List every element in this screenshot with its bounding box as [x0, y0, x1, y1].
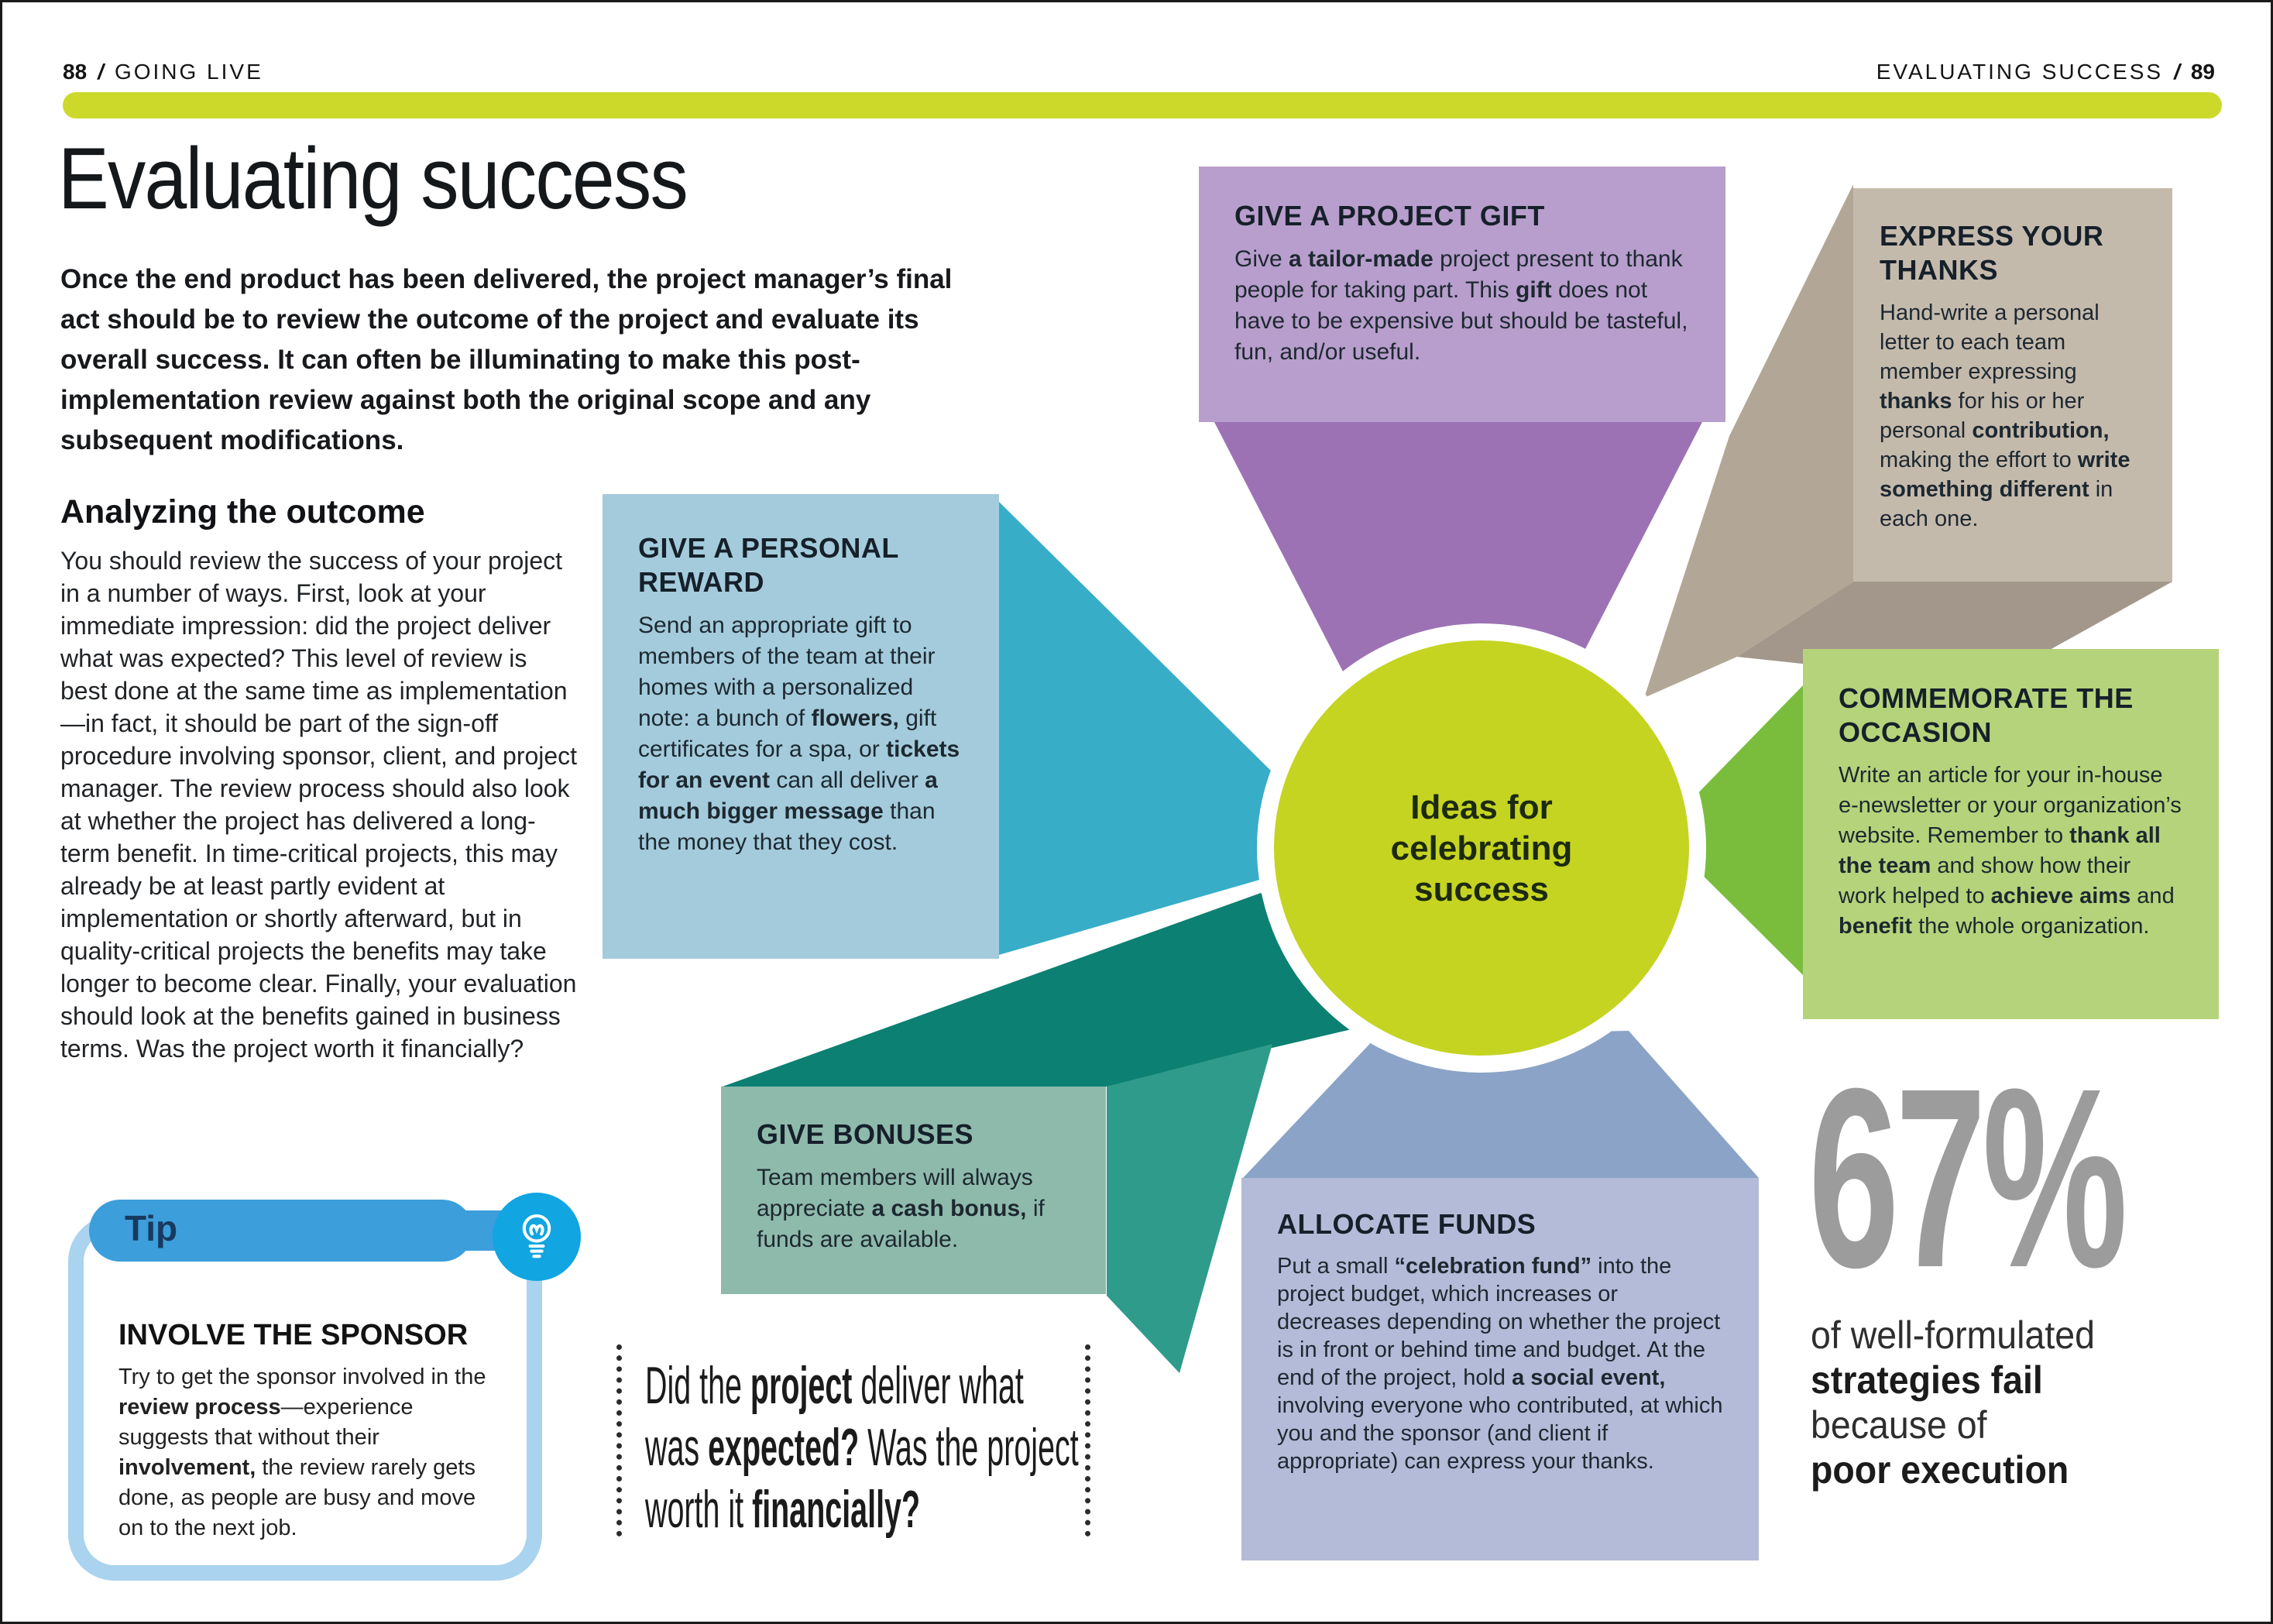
header-separator: / [98, 60, 104, 84]
wedge-bonuses-side [1107, 1044, 1272, 1373]
quote-dotted-border-right [1085, 1344, 1090, 1536]
pull-quote: Did the project deliver what was expecte… [645, 1356, 1079, 1539]
stat-percent-sign: % [1982, 1035, 2128, 1320]
tip-label: Tip [125, 1208, 178, 1248]
box-body: Send an appropriate gift to members of t… [638, 613, 960, 855]
tip-box [68, 1215, 542, 1581]
diagram-box-commemorate-the-occasion: COMMEMORATE THE OCCASION Write an articl… [1803, 649, 2219, 1019]
section-label: GOING LIVE [114, 60, 263, 84]
page-number-left: 88 [63, 60, 88, 84]
section-body: You should review the success of your pr… [60, 547, 578, 1063]
stat-caption-line: of well-formulated [1811, 1313, 2095, 1357]
stat-caption-line: poor execution [1811, 1448, 2069, 1492]
wedge-allocate-funds [1243, 1031, 1759, 1178]
diagram-center-circle: Ideas for celebrating success [1257, 623, 1706, 1073]
box-body: Give a tailor-made project present to th… [1234, 246, 1688, 365]
tip-pill [89, 1200, 473, 1262]
tip-heading: INVOLVE THE SPONSOR [118, 1319, 469, 1351]
stat-number: 67% [1808, 1050, 2127, 1306]
tip-body: Try to get the sponsor involved in the r… [118, 1365, 486, 1540]
box-heading: GIVE BONUSES [757, 1118, 974, 1150]
diagram-box-give-a-personal-reward: GIVE A PERSONAL REWARD Send an appropria… [603, 494, 999, 959]
box-body: Team members will always appreciate a ca… [757, 1165, 1045, 1252]
stat-caption-line: because of [1811, 1403, 1987, 1447]
header-right: EVALUATING SUCCESS / 89 [1876, 60, 2215, 84]
wedge-express-thanks-side [1644, 184, 1853, 698]
box-body: Hand-write a personal letter to each tea… [1880, 300, 2131, 531]
box-heading: ALLOCATE FUNDS [1277, 1208, 1537, 1240]
quote-dotted-border-left [616, 1344, 622, 1536]
intro-paragraph: Once the end product has been delivered,… [60, 264, 953, 455]
box-heading: COMMEMORATE THE OCCASION [1839, 682, 2134, 748]
box-heading: GIVE A PERSONAL REWARD [638, 532, 899, 598]
box-heading: EXPRESS YOUR THANKS [1880, 220, 2104, 286]
accent-bar [63, 92, 2222, 118]
diagram-box-give-bonuses: GIVE BONUSES Team members will always ap… [721, 1087, 1106, 1294]
wedge-commemorate [1660, 684, 1804, 977]
chapter-label: EVALUATING SUCCESS [1876, 60, 2164, 84]
stat-caption: of well-formulated strategies fail becau… [1811, 1313, 2095, 1492]
wedge-bonuses-top [723, 893, 1372, 1087]
diagram-box-express-your-thanks: EXPRESS YOUR THANKS Hand-write a persona… [1853, 188, 2172, 582]
stat-value: 67 [1808, 1035, 1986, 1320]
stat-caption-line: strategies fail [1811, 1358, 2043, 1402]
page-number-right: 89 [2190, 60, 2215, 84]
lightbulb-icon [493, 1193, 581, 1281]
box-body: Put a small “celebration fund” into the … [1277, 1254, 1723, 1474]
diagram-center-label: Ideas for celebrating success [1390, 788, 1573, 908]
header-left: 88 / GOING LIVE [63, 60, 263, 84]
box-body: Write an article for your in-house e-new… [1839, 763, 2182, 939]
box-heading: GIVE A PROJECT GIFT [1234, 200, 1545, 232]
section-heading: Analyzing the outcome [60, 493, 425, 530]
diagram-box-allocate-funds: ALLOCATE FUNDS Put a small “celebration … [1241, 1178, 1759, 1560]
diagram-box-give-a-project-gift: GIVE A PROJECT GIFT Give a tailor-made p… [1199, 167, 1725, 422]
page-title: Evaluating success [58, 130, 688, 227]
header-separator: / [2174, 60, 2180, 84]
